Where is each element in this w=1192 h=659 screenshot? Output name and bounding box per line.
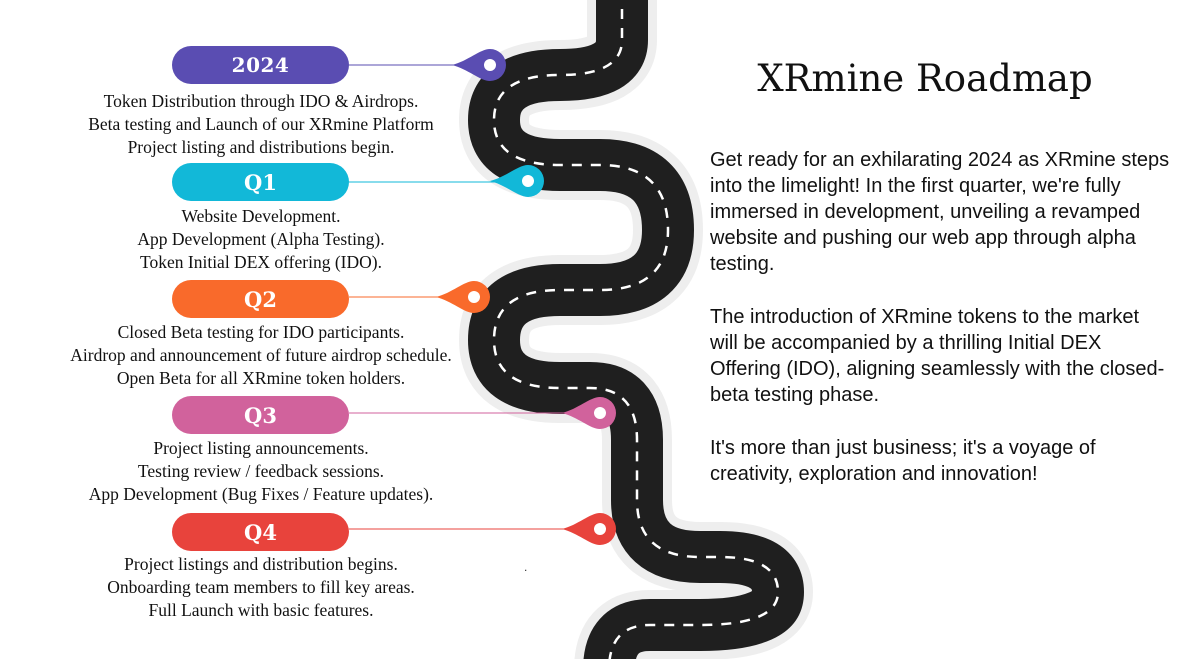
intro-paragraph: Get ready for an exhilarating 2024 as XR… bbox=[710, 149, 1170, 275]
milestone-pill-q2: Q2 bbox=[172, 280, 349, 318]
milestone-items-q2: Closed Beta testing for IDO participants… bbox=[20, 321, 502, 390]
map-pin-icon bbox=[436, 281, 490, 313]
map-pin-icon bbox=[452, 49, 506, 81]
milestone-item: Closed Beta testing for IDO participants… bbox=[117, 322, 405, 342]
milestone-items-q3: Project listing announcements. Testing r… bbox=[20, 437, 502, 506]
milestone-item: Testing review / feedback sessions. bbox=[137, 461, 385, 481]
map-pin-icon bbox=[490, 165, 544, 197]
milestone-item: Token Initial DEX offering (IDO). bbox=[140, 252, 382, 272]
road-surface bbox=[468, 0, 804, 659]
ido-paragraph: The introduction of XRmine tokens to the… bbox=[710, 306, 1165, 406]
milestone-pill-q1: Q1 bbox=[172, 163, 349, 201]
milestone-item: Beta testing and Launch of our XRmine Pl… bbox=[88, 114, 434, 134]
map-pin-icon bbox=[562, 397, 616, 429]
milestone-items-q1: Website Development. App Development (Al… bbox=[20, 205, 502, 274]
milestone-items-2024: Token Distribution through IDO & Airdrop… bbox=[20, 90, 502, 159]
milestone-item: Project listing and distributions begin. bbox=[127, 137, 395, 157]
milestone-item: Full Launch with basic features. bbox=[148, 600, 374, 620]
map-pin-icon bbox=[562, 513, 616, 545]
milestone-pill-2024: 2024 bbox=[172, 46, 349, 84]
milestone-item: App Development (Bug Fixes / Feature upd… bbox=[88, 484, 434, 504]
milestone-item: Project listings and distribution begins… bbox=[124, 554, 398, 574]
page-title: XRmine Roadmap bbox=[757, 57, 1093, 100]
milestone-items-q4: Project listings and distribution begins… bbox=[20, 553, 502, 622]
milestone-item: Project listing announcements. bbox=[153, 438, 369, 458]
milestone-item: Onboarding team members to fill key area… bbox=[107, 577, 415, 597]
winding-road bbox=[459, 0, 813, 659]
milestone-item: Token Distribution through IDO & Airdrop… bbox=[103, 91, 419, 111]
closing-paragraph: It's more than just business; it's a voy… bbox=[710, 437, 1096, 485]
milestone-pill-q4: Q4 bbox=[172, 513, 349, 551]
milestone-item: Open Beta for all XRmine token holders. bbox=[116, 368, 406, 388]
milestone-pill-q3: Q3 bbox=[172, 396, 349, 434]
milestone-item: App Development (Alpha Testing). bbox=[137, 229, 385, 249]
milestone-item: Website Development. bbox=[181, 206, 341, 226]
stray-mark: . bbox=[524, 560, 528, 574]
milestone-item: Airdrop and announcement of future airdr… bbox=[70, 345, 452, 365]
